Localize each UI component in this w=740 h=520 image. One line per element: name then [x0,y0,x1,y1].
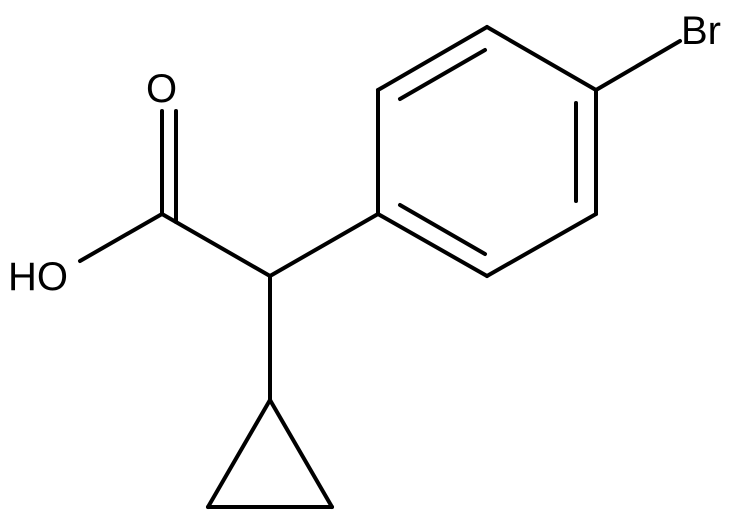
alpha-carboxyl-bond [160,212,272,278]
carbon-hydroxyl-bond [78,212,164,263]
ring-bond [376,25,489,92]
ring-bond [485,212,598,278]
benzene-ring [376,25,598,278]
ring-bond [485,25,598,92]
carbonyl-oxygen-label: O [146,67,177,111]
cyclopropane-ring [206,398,334,509]
carbon-bromine-bond [594,39,682,92]
cyclopropane-bond [268,398,334,509]
ring-double-bond [398,203,487,256]
cyclopropane-bond [206,398,272,509]
bromine-label: Br [681,9,721,53]
ring-double-bond [398,48,487,101]
ring-alpha-carbon-bond [268,212,380,278]
ring-bond [376,212,489,278]
hydroxyl-label: HO [8,255,68,299]
